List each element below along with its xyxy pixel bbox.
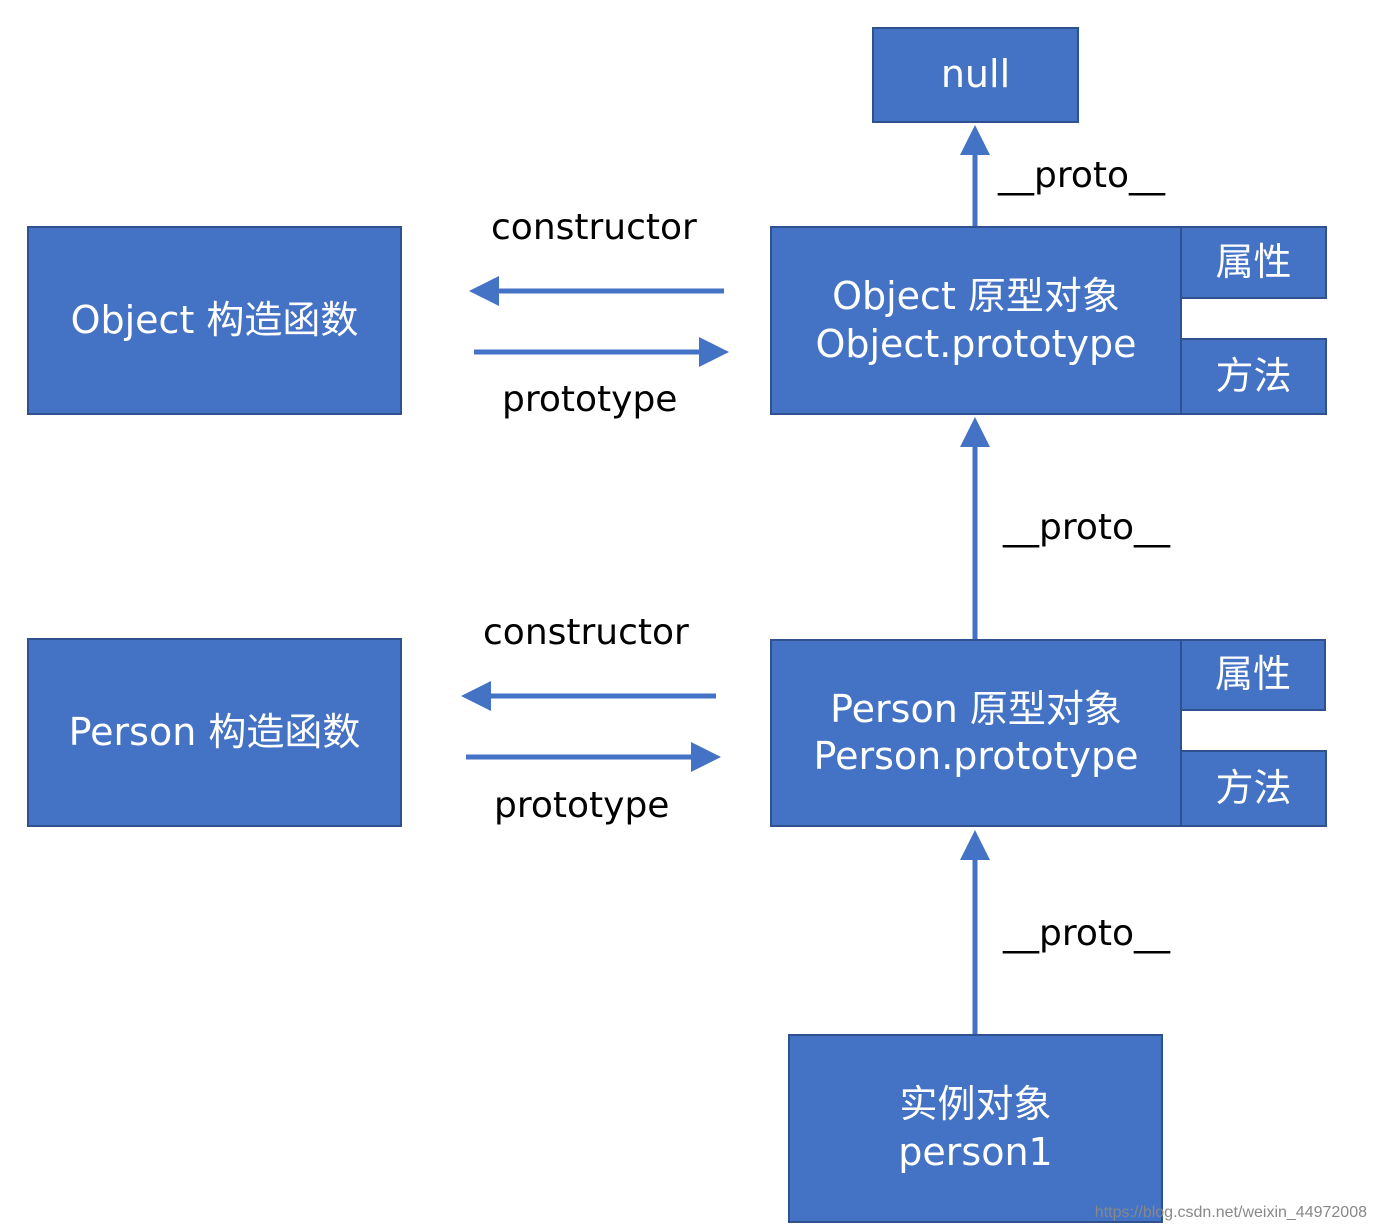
person-prototype-name: Person.prototype xyxy=(813,734,1139,778)
person-prototype-property-box: 属性 xyxy=(1180,639,1326,711)
null-node: null xyxy=(872,27,1079,123)
object-prototype-node: Object 原型对象 Object.prototype xyxy=(770,226,1182,415)
person-constructor-label: Person 构造函数 xyxy=(68,709,361,754)
object-constructor-node: Object 构造函数 xyxy=(27,226,402,415)
person-prototype-edge-label: prototype xyxy=(494,785,670,826)
object-prototype-property-box: 属性 xyxy=(1180,226,1327,299)
object-prototype-name: Object.prototype xyxy=(815,321,1137,366)
object-property-label: 属性 xyxy=(1215,239,1292,284)
proto-label-top: __proto__ xyxy=(998,155,1166,196)
person-prototype-node: Person 原型对象 Person.prototype xyxy=(770,639,1182,827)
object-constructor-edge-label: constructor xyxy=(491,207,697,248)
instance-name: person1 xyxy=(898,1129,1053,1174)
object-method-label: 方法 xyxy=(1215,353,1292,398)
person-prototype-title: Person 原型对象 xyxy=(830,686,1122,731)
person-constructor-node: Person 构造函数 xyxy=(27,638,402,827)
instance-node: 实例对象 person1 xyxy=(788,1034,1163,1223)
object-constructor-label: Object 构造函数 xyxy=(70,297,359,342)
proto-label-middle: __proto__ xyxy=(1003,507,1171,548)
person-prototype-method-box: 方法 xyxy=(1180,750,1327,827)
person-method-label: 方法 xyxy=(1215,765,1292,810)
object-prototype-method-box: 方法 xyxy=(1180,338,1327,415)
object-prototype-title: Object 原型对象 xyxy=(832,274,1120,318)
watermark: https://blog.csdn.net/weixin_44972008 xyxy=(1094,1204,1367,1221)
proto-label-bottom: __proto__ xyxy=(1003,913,1171,954)
object-prototype-edge-label: prototype xyxy=(502,379,678,420)
person-constructor-edge-label: constructor xyxy=(483,612,689,653)
null-label: null xyxy=(940,52,1011,97)
instance-title: 实例对象 xyxy=(899,1082,1052,1126)
person-property-label: 属性 xyxy=(1214,652,1291,697)
